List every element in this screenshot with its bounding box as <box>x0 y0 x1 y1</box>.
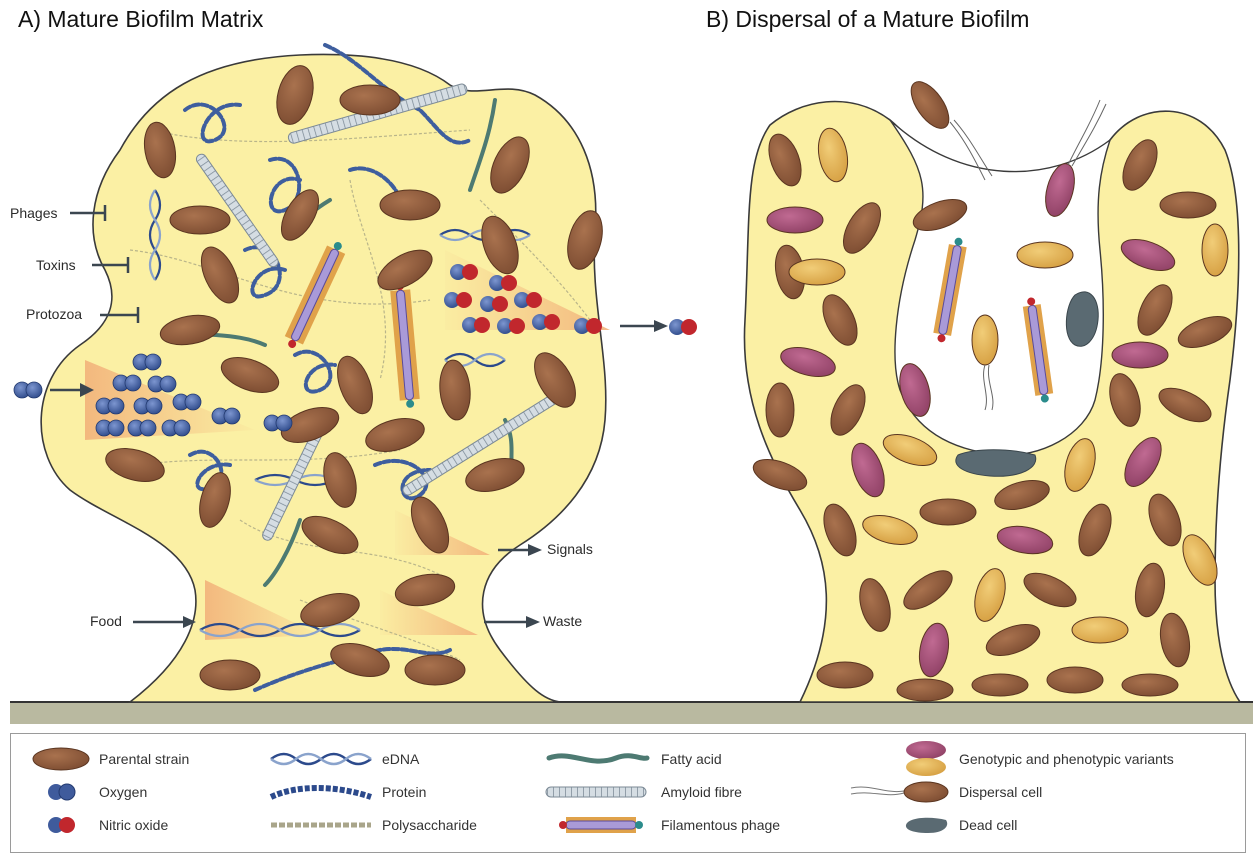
legend-label: Amyloid fibre <box>661 784 742 800</box>
biofilm-diagram <box>0 0 1253 730</box>
protein-icon <box>266 779 376 805</box>
legend-label: Polysaccharide <box>382 817 477 833</box>
label-food: Food <box>90 613 122 629</box>
fatty-acid-icon <box>541 746 651 772</box>
legend: Parental strain Oxygen Nitric oxide eDNA… <box>10 733 1246 853</box>
label-phages: Phages <box>10 205 57 221</box>
legend-label: Dispersal cell <box>959 784 1042 800</box>
filamentous-phage-icon <box>541 812 651 838</box>
legend-label: Fatty acid <box>661 751 722 767</box>
polysaccharide-icon <box>266 812 376 838</box>
legend-label: Nitric oxide <box>99 817 168 833</box>
parental-cell-icon <box>31 746 91 772</box>
legend-label: Parental strain <box>99 751 189 767</box>
legend-label: Filamentous phage <box>661 817 780 833</box>
edna-icon <box>266 746 376 772</box>
legend-label: eDNA <box>382 751 419 767</box>
dead-cell-icon <box>846 812 956 838</box>
label-waste: Waste <box>543 613 582 629</box>
dispersal-cell-icon <box>846 779 956 805</box>
legend-label: Dead cell <box>959 817 1017 833</box>
legend-label: Protein <box>382 784 426 800</box>
amyloid-fibre-icon <box>541 779 651 805</box>
legend-label: Genotypic and phenotypic variants <box>959 751 1174 767</box>
label-protozoa: Protozoa <box>26 306 82 322</box>
label-toxins: Toxins <box>36 257 76 273</box>
nitric-oxide-icon <box>31 812 91 838</box>
surface-substrate <box>10 702 1253 724</box>
label-signals: Signals <box>547 541 593 557</box>
legend-label: Oxygen <box>99 784 147 800</box>
variants-icon <box>846 740 956 776</box>
oxygen-icon <box>31 779 91 805</box>
